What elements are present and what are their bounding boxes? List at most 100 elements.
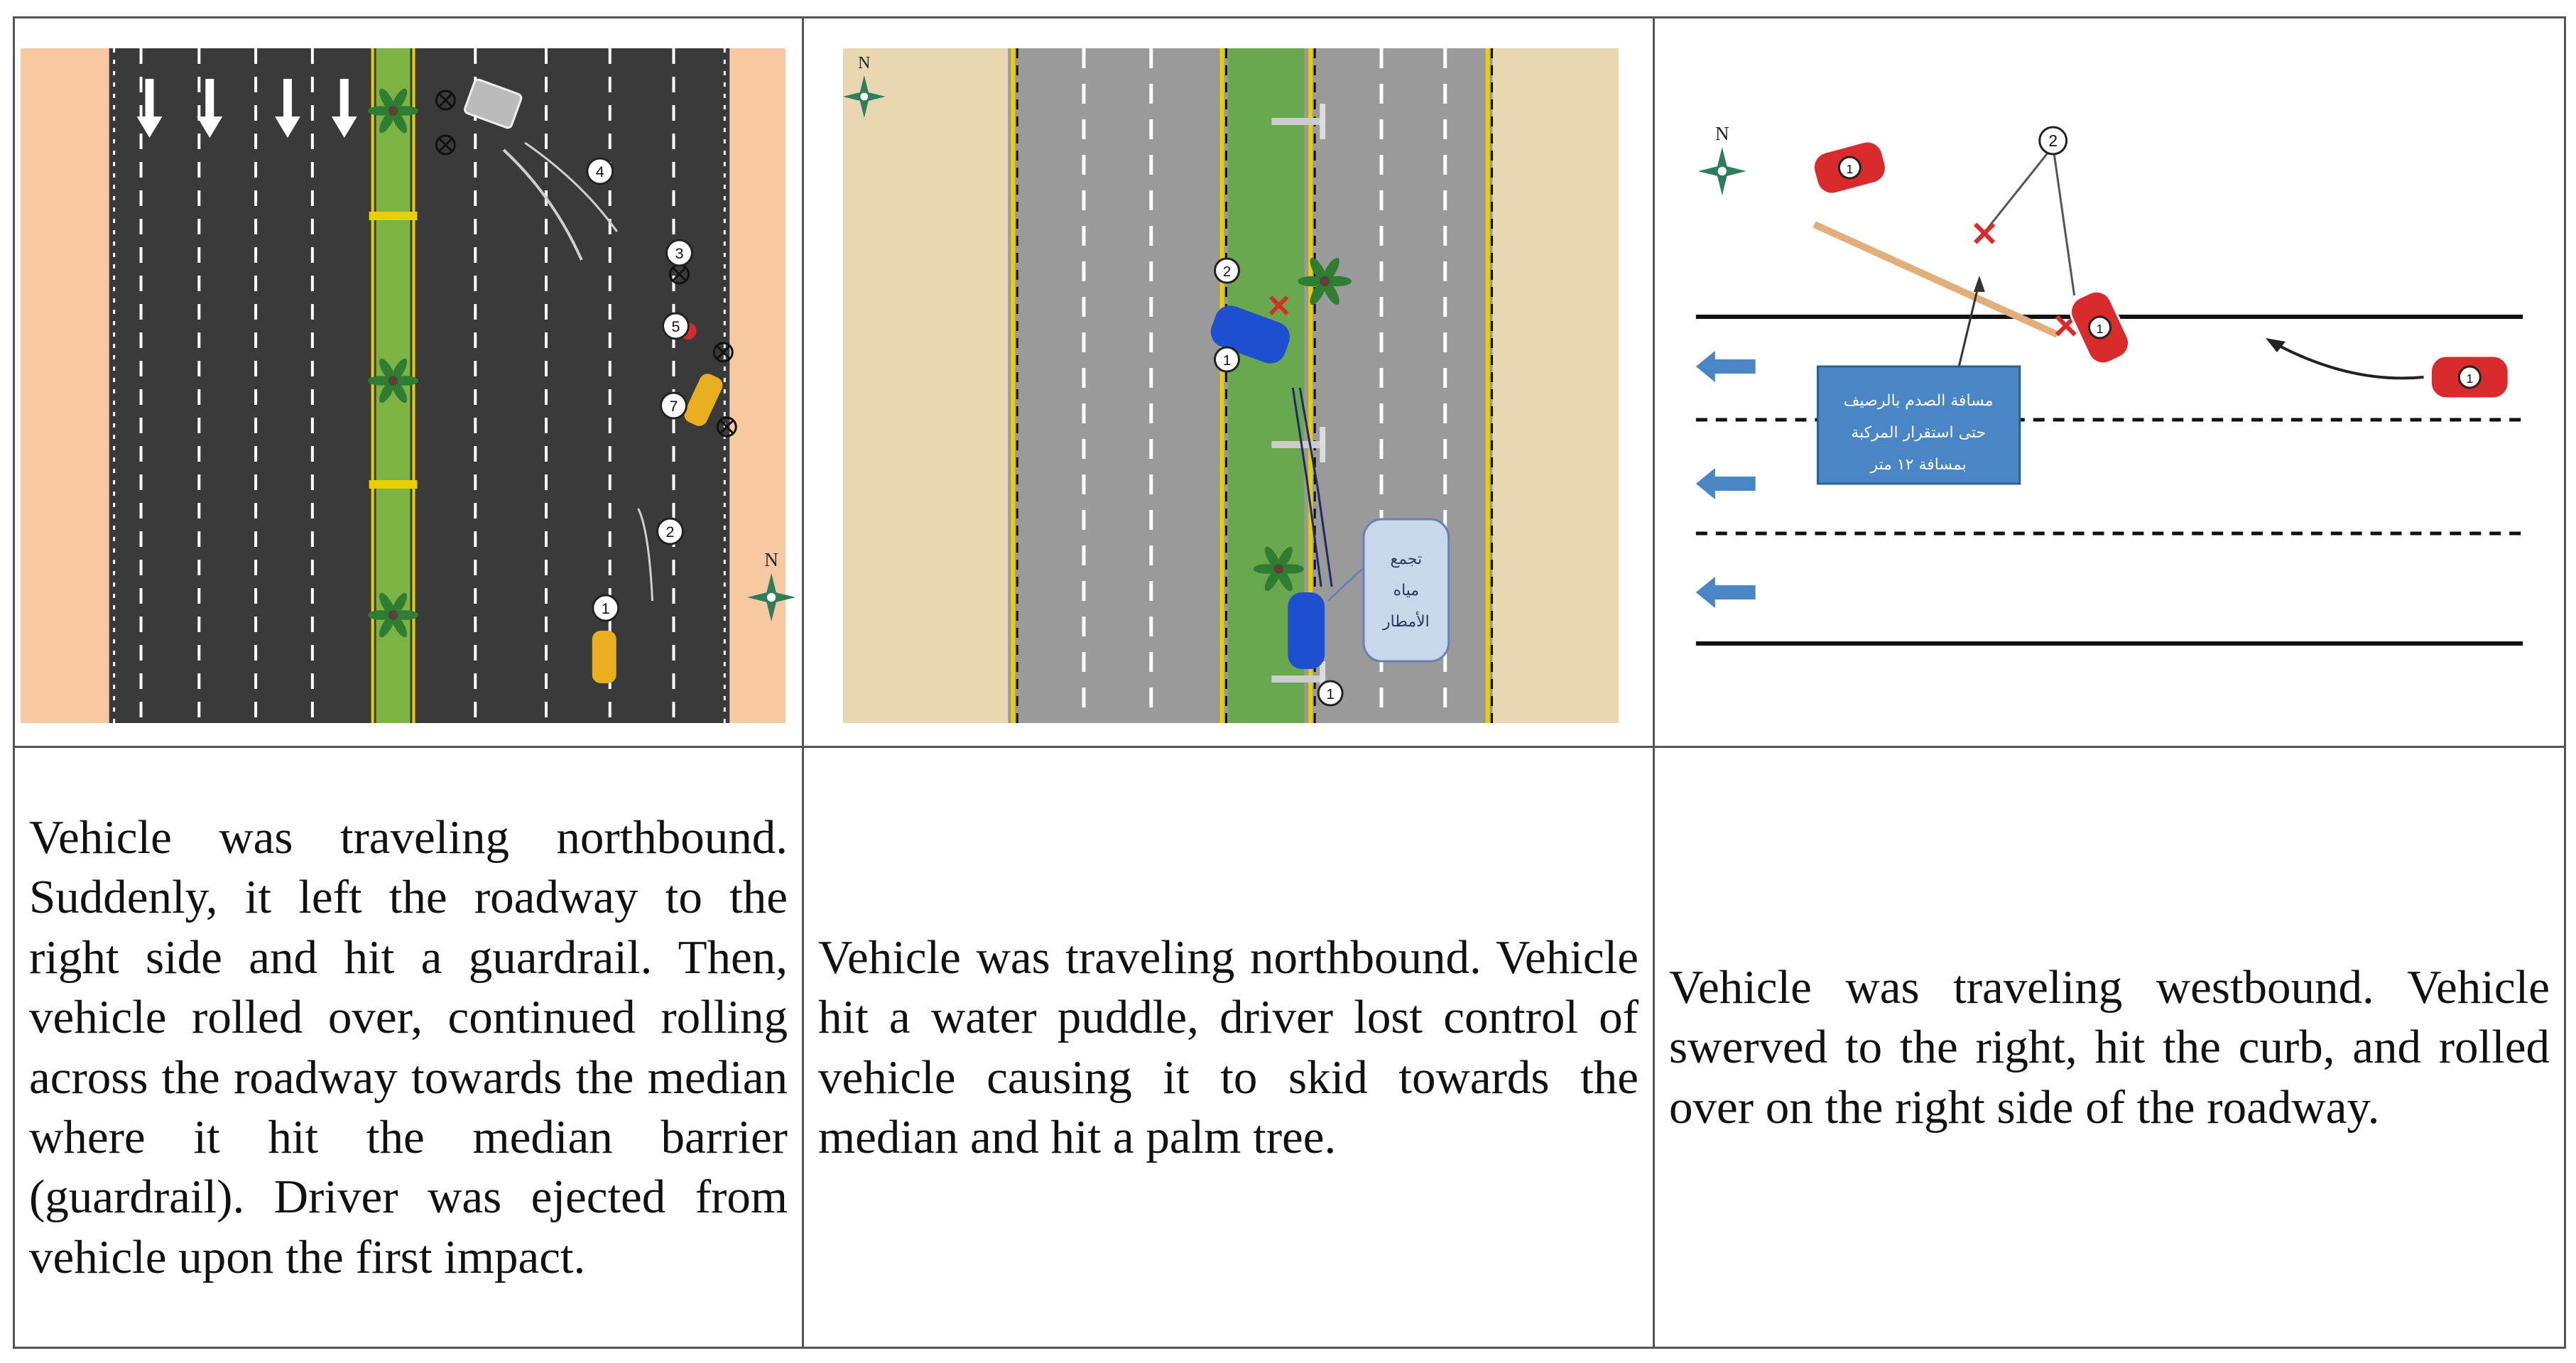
caption-cell-1: Vehicle was traveling northbound. Sudden…	[13, 746, 804, 1349]
sequence-marker: 1	[1317, 680, 1344, 707]
caption-text: Vehicle was traveling northbound. Vehicl…	[818, 930, 1638, 1163]
marker-label: 2	[666, 523, 675, 541]
arrow-head-icon	[1973, 276, 1985, 292]
marker-label: 1	[2466, 371, 2473, 386]
callout-line: مسافة الصدم بالرصيف	[1844, 392, 1994, 410]
callout-box	[1816, 365, 2021, 485]
sequence-marker: 3	[665, 239, 693, 267]
callout-bubble	[1362, 518, 1450, 663]
skid-marks	[1298, 387, 1333, 587]
roll-trajectory	[524, 141, 618, 232]
caption-text: Vehicle was traveling westbound. Vehicle…	[1669, 960, 2550, 1134]
sequence-marker: 4	[586, 157, 614, 185]
median-crossbar	[369, 212, 418, 220]
vehicle-yellow-icon	[592, 631, 616, 683]
crash-diagram-3: ✕ ✕ مسافة الصدم بالرصيف حتى استقرار المر…	[1695, 123, 2523, 646]
marker-label: 1	[1326, 687, 1334, 702]
impact-x-icon	[435, 89, 456, 111]
left-arrow-icon	[1695, 351, 1756, 382]
median-crossbar	[369, 480, 418, 489]
trajectory	[637, 508, 654, 602]
caption-row: Vehicle was traveling northbound. Sudden…	[13, 746, 2566, 1349]
callout-line: حتى استقرار المركبة	[1851, 424, 1986, 442]
palm-tree-icon	[367, 592, 419, 638]
skid-marks	[1291, 387, 1322, 587]
sequence-marker: 1	[2088, 315, 2112, 340]
left-arrow-icon	[1695, 468, 1756, 499]
impact-x-icon	[712, 342, 734, 363]
sequence-marker: 1	[1837, 156, 1862, 180]
diagram-cell-2: ✕ تجمع مياه الأمطار 2 1 1 N	[802, 16, 1655, 748]
compass-rose-icon: N	[1697, 123, 1746, 195]
compass-rose: N	[1697, 123, 1746, 195]
sequence-marker: 7	[660, 391, 688, 420]
marker-label: 4	[596, 163, 604, 180]
overturned-vehicle-icon	[464, 78, 523, 129]
palm-trees	[1253, 257, 1352, 592]
marker-label: 2	[2048, 131, 2058, 150]
impact-mark-icon: ✕	[1266, 289, 1292, 324]
compass-rose-icon: N	[747, 549, 796, 621]
leader-line	[2052, 146, 2076, 296]
down-arrow-icon	[197, 79, 223, 138]
marker-label: 1	[602, 599, 610, 617]
light-poles	[1271, 104, 1326, 697]
compass-rose: N	[747, 549, 796, 621]
left-arrow-icon	[1695, 577, 1756, 608]
light-pole-icon	[1271, 427, 1326, 462]
marker-label: 5	[671, 317, 680, 335]
down-arrow-icon	[136, 79, 163, 138]
compass-rose-icon: N	[842, 54, 886, 118]
caption-cell-2: Vehicle was traveling northbound. Vehicl…	[802, 746, 1655, 1349]
marker-label: 7	[669, 397, 678, 415]
crash-diagram-1: 1 2 7 5 3 4 N	[20, 48, 796, 723]
caption-text: Vehicle was traveling northbound. Sudden…	[29, 810, 788, 1283]
palm-tree-icon	[367, 88, 419, 134]
compass-rose: N	[842, 54, 886, 118]
impact-x-icon	[435, 134, 456, 156]
light-pole-icon	[1271, 661, 1326, 697]
travel-path	[1813, 221, 2059, 338]
impact-mark-icon: ✕	[1970, 216, 1999, 254]
down-arrow-icon	[331, 79, 357, 138]
light-pole-icon	[1271, 104, 1326, 139]
palm-tree-icon	[1253, 546, 1304, 592]
vehicle-blue-icon	[1288, 592, 1325, 669]
diagram-cell-1: 1 2 7 5 3 4 N	[13, 16, 804, 748]
sequence-marker: 5	[662, 312, 690, 340]
marker-label: 1	[1223, 353, 1231, 369]
sequence-markers: 1 1 1 2	[1837, 126, 2482, 389]
direction-arrows	[136, 79, 357, 138]
sequence-marker: 2	[2038, 126, 2068, 156]
sequence-markers: 2 1 1	[1214, 257, 1344, 707]
callout-line: الأمطار	[1382, 612, 1430, 631]
compass-label: N	[1715, 123, 1729, 144]
sequence-marker: 2	[656, 517, 684, 545]
marker-label: 1	[1846, 162, 1853, 176]
callout-line: تجمع	[1391, 550, 1423, 568]
callout-line: بمسافة ١٢ متر	[1869, 456, 1966, 474]
roll-trajectory	[502, 148, 583, 261]
sequence-marker: 1	[592, 594, 620, 622]
impact-x-icon	[716, 416, 737, 438]
down-arrow-icon	[275, 79, 300, 138]
sequence-markers: 1 2 7 5 3 4	[586, 157, 693, 622]
marker-label: 3	[675, 244, 683, 262]
leader-line	[1987, 146, 2054, 229]
crash-diagram-2: ✕ تجمع مياه الأمطار 2 1 1 N	[842, 48, 1619, 723]
callout-line: مياه	[1393, 582, 1420, 599]
compass-label: N	[764, 549, 778, 570]
sequence-marker: 2	[1214, 257, 1240, 284]
asphalt-road	[109, 48, 730, 723]
impact-marks	[435, 89, 737, 438]
compass-label: N	[858, 54, 870, 72]
sequence-marker: 1	[1214, 346, 1240, 373]
arrow-head-icon	[2265, 338, 2286, 352]
marker-label: 2	[1223, 264, 1231, 280]
marker-label: 1	[2097, 322, 2104, 336]
palm-tree-icon	[367, 358, 419, 403]
caption-cell-3: Vehicle was traveling westbound. Vehicle…	[1653, 746, 2566, 1349]
diagram-cell-3: ✕ ✕ مسافة الصدم بالرصيف حتى استقرار المر…	[1653, 16, 2566, 748]
